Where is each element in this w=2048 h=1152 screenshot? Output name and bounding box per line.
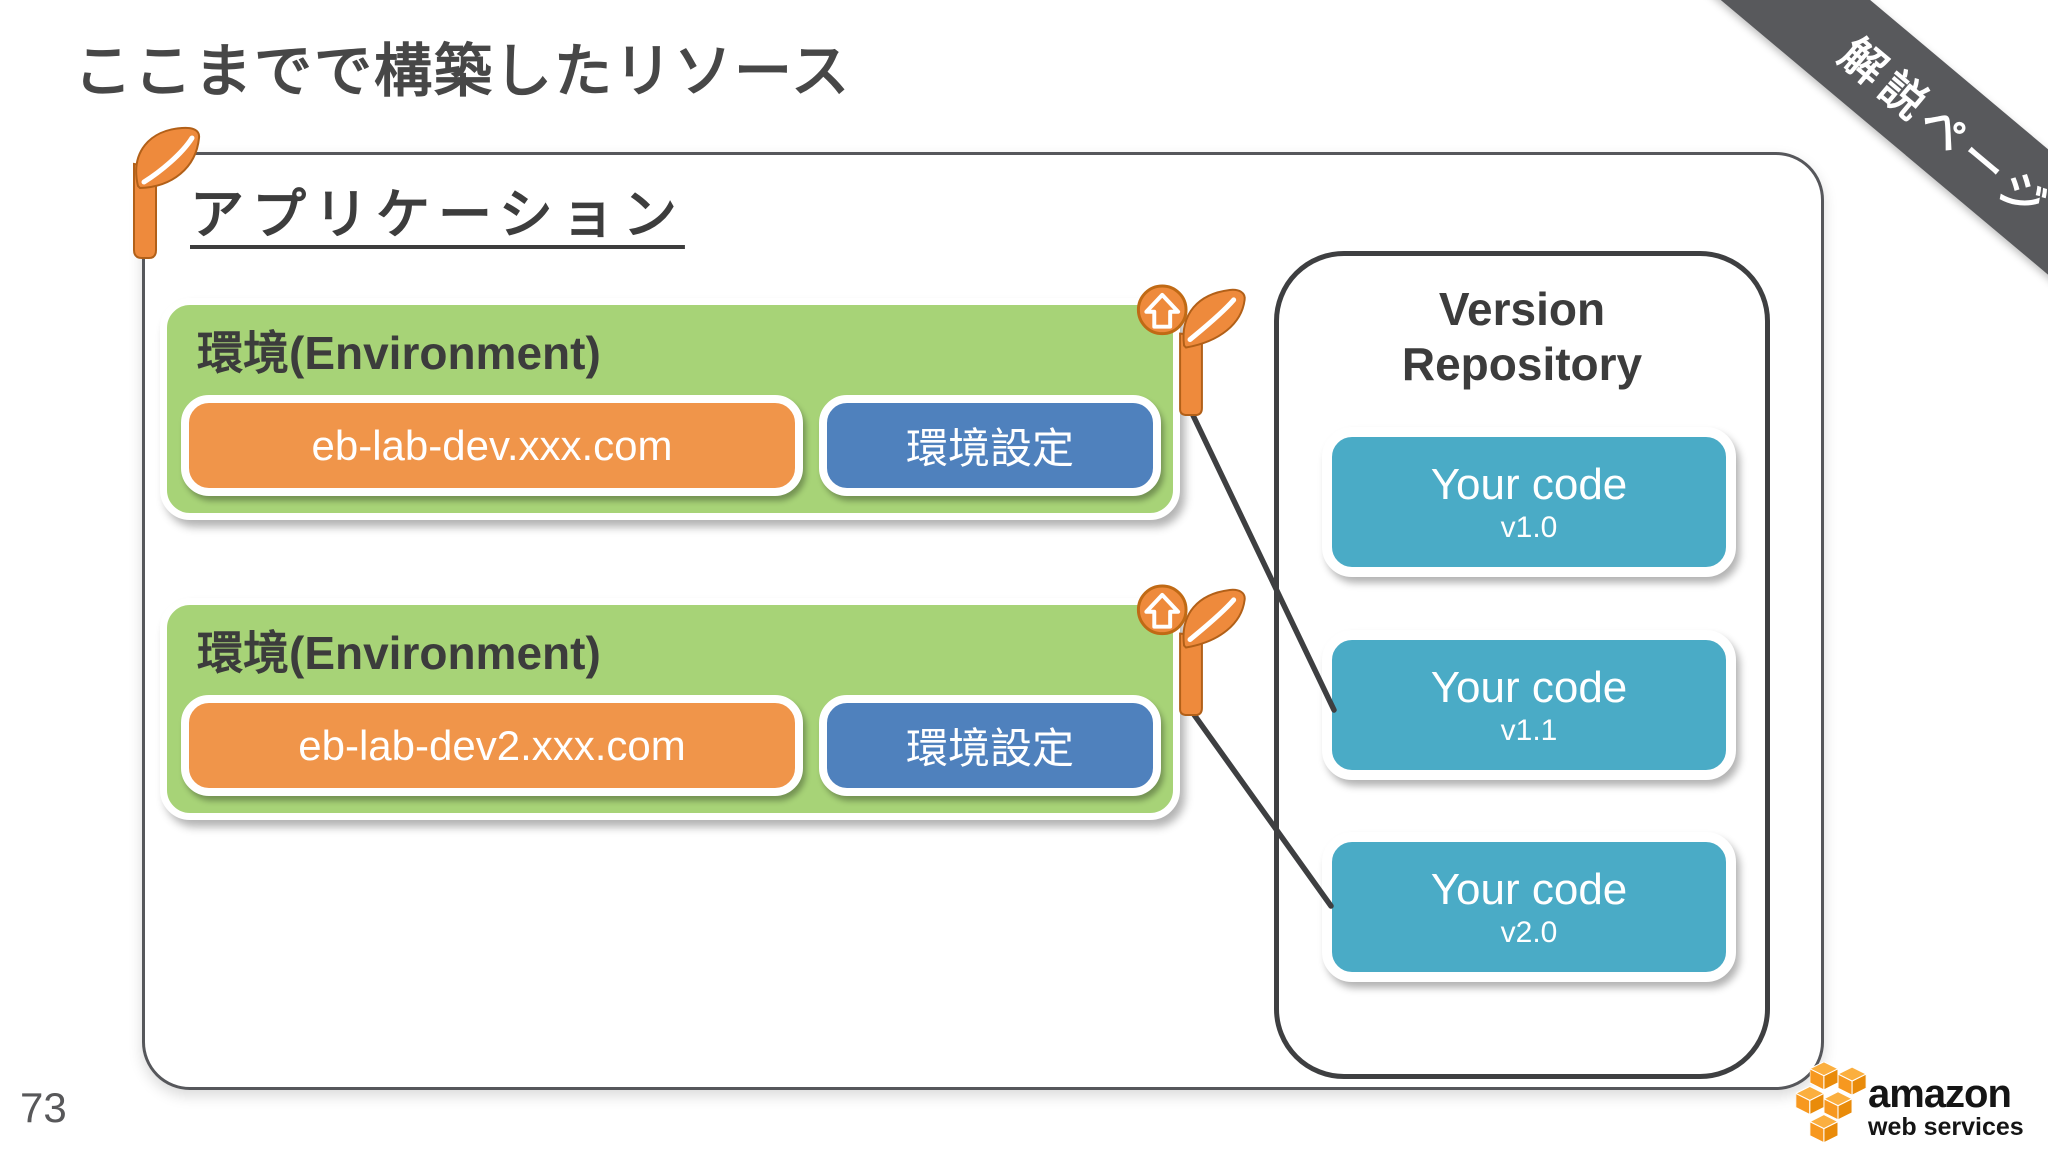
page-number: 73 — [20, 1084, 67, 1131]
code-version-box-3: Your code v2.0 — [1322, 832, 1736, 982]
environment-endpoint-label: eb-lab-dev.xxx.com — [311, 421, 673, 469]
deploy-upload-icon-2 — [1136, 584, 1248, 719]
code-name: Your code — [1430, 663, 1628, 713]
environment-label: 環境(Environment) — [197, 627, 601, 679]
environment-settings-label: 環境設定 — [905, 425, 1074, 472]
code-version-box-1: Your code v1.0 — [1322, 427, 1736, 577]
environment-settings-1: 環境設定 — [819, 395, 1161, 496]
beanstalk-leaf-icon — [126, 126, 202, 262]
slide-title: ここまでで構築したリソース — [74, 39, 852, 104]
application-heading: アプリケーション — [190, 185, 685, 245]
version-repository-title: Version Repository — [1401, 283, 1643, 391]
version-repository: Version Repository Your code v1.0 Your c… — [1274, 251, 1770, 1079]
code-version: v1.0 — [1500, 510, 1558, 544]
aws-sub-brand: web services — [1868, 1113, 2024, 1141]
environment-label: 環境(Environment) — [197, 327, 601, 379]
aws-logo: amazon web services — [1794, 1058, 2024, 1150]
deploy-upload-icon-1 — [1136, 284, 1248, 419]
code-name: Your code — [1430, 865, 1628, 915]
aws-logo-text: amazon web services — [1868, 1058, 2024, 1140]
environment-settings-label: 環境設定 — [905, 725, 1074, 772]
code-version-box-2: Your code v1.1 — [1322, 630, 1736, 780]
code-name: Your code — [1430, 460, 1628, 510]
code-version: v1.1 — [1500, 713, 1558, 747]
environment-endpoint-2: eb-lab-dev2.xxx.com — [181, 695, 803, 796]
aws-brand: amazon — [1868, 1072, 2012, 1116]
corner-ribbon-label: 解説ページ — [1830, 29, 2048, 234]
environment-endpoint-1: eb-lab-dev.xxx.com — [181, 395, 803, 496]
environment-box-1: 環境(Environment) eb-lab-dev.xxx.com 環境設定 — [160, 298, 1180, 520]
environment-endpoint-label: eb-lab-dev2.xxx.com — [298, 721, 686, 769]
code-version: v2.0 — [1500, 915, 1558, 949]
environment-box-2: 環境(Environment) eb-lab-dev2.xxx.com 環境設定 — [160, 598, 1180, 820]
environment-settings-2: 環境設定 — [819, 695, 1161, 796]
